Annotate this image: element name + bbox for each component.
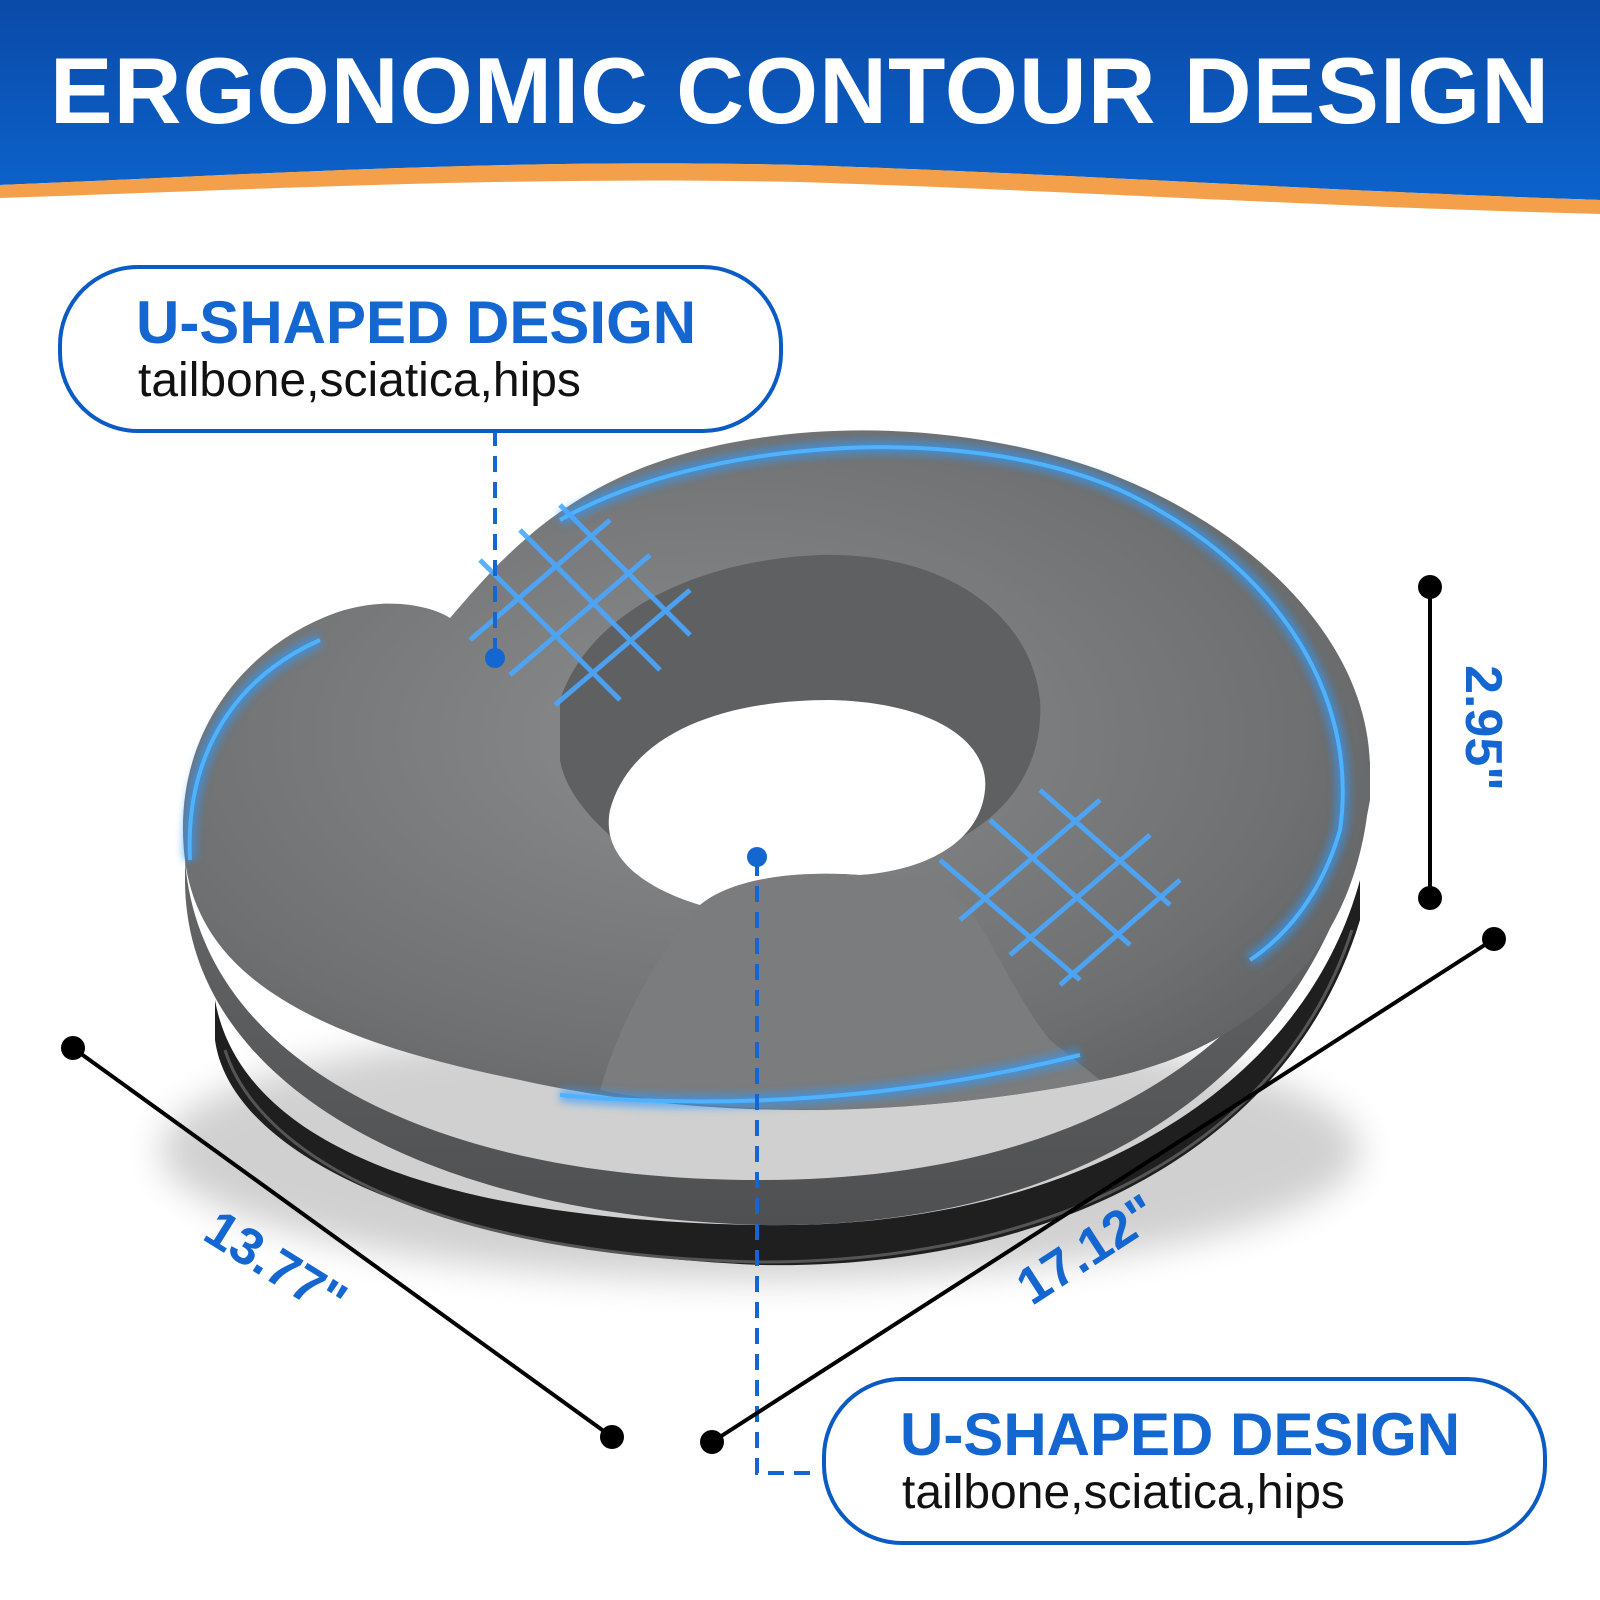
banner-accent-stripe [0, 163, 1600, 214]
dimension-line-width [710, 937, 1496, 1444]
dimension-line-depth [71, 1046, 614, 1439]
cushion-front-notch [600, 873, 1100, 1110]
callout-bottom: U-SHAPED DESIGN tailbone,sciatica,hips [822, 1377, 1547, 1545]
banner-background [0, 0, 1600, 200]
callout-top: U-SHAPED DESIGN tailbone,sciatica,hips [58, 265, 783, 433]
cushion-hole [608, 700, 986, 905]
grid-pattern-left [468, 503, 692, 707]
banner-title: ERGONOMIC CONTOUR DESIGN [49, 38, 1551, 143]
callout-bottom-heading: U-SHAPED DESIGN [900, 1401, 1461, 1468]
callout-bottom-subtext: tailbone,sciatica,hips [902, 1466, 1345, 1519]
callout-top-heading: U-SHAPED DESIGN [136, 289, 697, 356]
leader-dot-top [485, 648, 505, 668]
callout-top-subtext: tailbone,sciatica,hips [138, 354, 581, 407]
leader-dot-bottom [747, 847, 767, 867]
dimension-label-height: 2.95" [1453, 665, 1512, 791]
dimension-dot-height-bottom [1418, 886, 1442, 910]
dimension-dot-height-top [1418, 575, 1442, 599]
dimension-dot-width-end [1482, 927, 1506, 951]
dimension-dot-width-start [700, 1430, 724, 1454]
grid-pattern-right [938, 788, 1182, 987]
contour-line [187, 445, 1345, 1104]
dimension-dot-depth-end [600, 1425, 624, 1449]
leader-line-bottom [755, 860, 820, 1475]
dimension-dot-depth-start [61, 1036, 85, 1060]
